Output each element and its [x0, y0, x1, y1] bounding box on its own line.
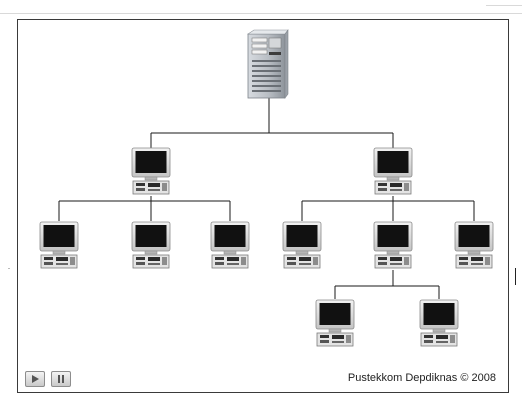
pause-button[interactable]: [51, 371, 71, 387]
animation-stage: Pustekkom Depdiknas © 2008: [17, 19, 509, 393]
play-button[interactable]: [25, 371, 45, 387]
workstation-icon: [210, 221, 250, 269]
workstation-icon: [282, 221, 322, 269]
play-icon: [32, 375, 39, 383]
workstation-icon: [419, 299, 459, 347]
server-icon: [247, 29, 289, 99]
copyright-credit: Pustekkom Depdiknas © 2008: [347, 372, 496, 384]
divider: [8, 268, 10, 269]
workstation-icon: [39, 221, 79, 269]
network-topology-diagram: [39, 29, 494, 347]
workstation-icon: [454, 221, 494, 269]
workstation-icon: [373, 147, 413, 195]
scroll-marker: [515, 268, 516, 285]
workstation-icon: [373, 221, 413, 269]
divider: [0, 13, 522, 14]
connector-lines: [58, 98, 475, 299]
workstation-icon: [315, 299, 355, 347]
divider: [486, 5, 522, 6]
workstation-icon: [131, 147, 171, 195]
workstation-icon: [131, 221, 171, 269]
pause-icon: [58, 375, 64, 383]
